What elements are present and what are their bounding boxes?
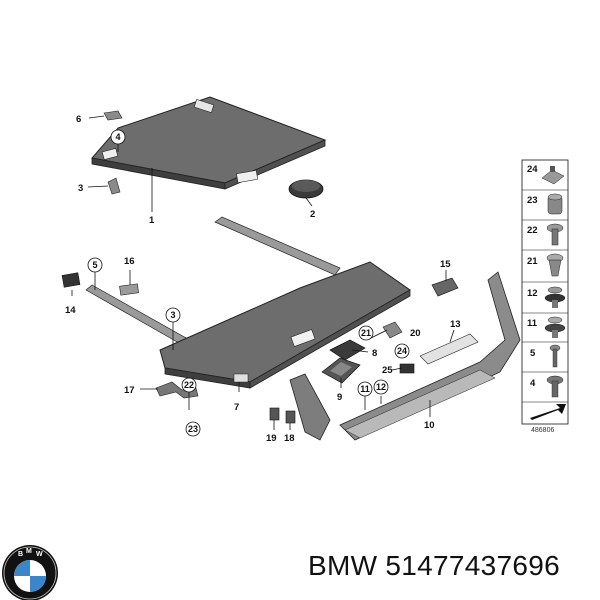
callout-6: 6 (76, 114, 81, 125)
legend-label-24: 24 (527, 164, 538, 175)
callout-4: 4 (115, 132, 120, 142)
legend-label-11: 11 (527, 318, 538, 329)
part-15-bracket[interactable] (431, 277, 459, 297)
svg-text:M: M (26, 548, 32, 555)
callout-3: 3 (78, 183, 83, 194)
direction-arrow-icon (530, 404, 566, 420)
svg-text:W: W (36, 551, 43, 558)
part-caption: BMW 51477437696 (308, 550, 560, 582)
part-number: 51477437696 (385, 550, 561, 581)
callout-2: 2 (310, 209, 315, 220)
callout-15: 15 (440, 259, 451, 270)
leader-lines (71, 115, 455, 430)
part-2-cover[interactable] (288, 179, 324, 199)
legend-label-23: 23 (527, 195, 538, 206)
svg-text:B: B (18, 551, 23, 558)
part-20-hinge[interactable] (382, 321, 403, 339)
screw-5-icon (549, 344, 561, 368)
part-9-cover[interactable] (321, 357, 361, 384)
callout-16: 16 (124, 256, 135, 267)
callout-18: 18 (284, 433, 295, 444)
fastener-legend: 24 23 22 21 12 11 5 4 (521, 159, 569, 425)
screw-22-icon (546, 223, 564, 246)
callout-19: 19 (266, 433, 277, 444)
callout-12: 12 (376, 382, 386, 392)
callout-13: 13 (450, 319, 461, 330)
legend-label-22: 22 (527, 225, 538, 236)
part-3-bracket-top[interactable] (107, 177, 121, 195)
callout-9: 9 (337, 392, 342, 403)
callout-24: 24 (397, 346, 407, 356)
part-8-handle[interactable] (329, 339, 366, 361)
callout-11: 11 (360, 384, 370, 394)
screw-4-icon (546, 375, 564, 398)
clip-11-icon (544, 316, 566, 338)
callout-3b: 3 (170, 310, 175, 320)
callout-23: 23 (188, 424, 198, 434)
rivet-21-icon (546, 253, 564, 277)
callout-7: 7 (234, 402, 239, 413)
callout-14: 14 (65, 305, 76, 316)
part-13-plate[interactable] (419, 333, 479, 365)
callout-25: 25 (382, 365, 393, 376)
clip-12-icon (544, 286, 566, 308)
bmw-logo-icon: B M W (2, 545, 58, 600)
callout-10: 10 (424, 420, 435, 431)
callout-20: 20 (410, 328, 421, 339)
legend-label-5: 5 (530, 348, 536, 359)
brand-name: BMW (308, 550, 378, 581)
part-10-sill-trim[interactable] (289, 271, 521, 441)
callout-22: 22 (184, 380, 194, 390)
part-6-clip[interactable] (103, 110, 123, 121)
callout-21: 21 (361, 328, 371, 338)
part-17-strap[interactable] (155, 381, 199, 399)
diagram-code: 486806 (531, 427, 554, 434)
part-25-clip[interactable] (399, 363, 415, 374)
callout-17: 17 (124, 385, 135, 396)
callout-8: 8 (372, 348, 377, 359)
legend-label-4: 4 (530, 378, 536, 389)
callout-1: 1 (149, 215, 155, 226)
nut-23-icon (547, 193, 563, 215)
lower-floor-panel[interactable] (159, 261, 411, 389)
part-14-clip[interactable] (61, 272, 81, 288)
part-16-pad[interactable] (119, 283, 139, 296)
circled-callouts (87, 129, 410, 437)
callout-5: 5 (92, 260, 97, 270)
clip-24-icon (541, 166, 565, 185)
legend-label-21: 21 (527, 256, 538, 267)
upper-floor-panel[interactable] (91, 96, 327, 190)
legend-label-12: 12 (527, 288, 538, 299)
part-18-19-fasteners[interactable] (269, 407, 296, 424)
